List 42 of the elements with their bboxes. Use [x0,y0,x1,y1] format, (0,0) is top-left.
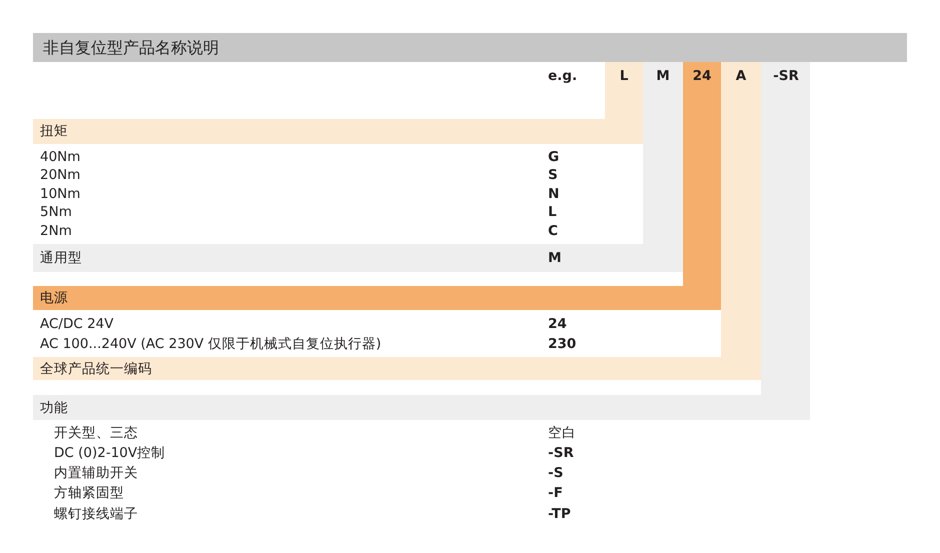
code-letter: M [656,68,670,84]
code-value: -S [548,465,564,481]
section-heading: 功能 [40,400,68,416]
section-heading: 全球产品统一编码 [40,361,152,377]
code-value: -TP [548,506,571,522]
option-text: 40Nm [40,149,80,165]
code-value: 24 [548,316,567,332]
code-band [33,62,721,310]
title: 非自复位型产品名称说明 [43,38,219,59]
option-text: 方轴紧固型 [54,485,124,501]
code-value: S [548,167,558,183]
code-value: G [548,149,560,165]
code-letter: A [736,68,746,84]
option-text: AC/DC 24V [40,316,114,332]
code-band [33,62,683,272]
code-value: C [548,223,558,239]
code-letter: L [620,68,628,84]
code-value: L [548,204,557,220]
section-heading: 扭矩 [40,123,68,139]
option-text: 5Nm [40,204,72,220]
code-letter: 24 [692,68,712,84]
section-heading: 通用型 [40,250,82,266]
section-heading: 电源 [40,290,68,306]
option-text: 内置辅助开关 [54,465,138,481]
code-value: -F [548,485,563,501]
option-text: DC (0)2-10V控制 [54,445,166,461]
code-band [33,62,643,144]
option-text: 开关型、三态 [54,425,138,441]
example-label: e.g. [548,68,578,84]
code-value: M [548,250,562,266]
code-band [33,62,810,420]
option-text: 螺钉接线端子 [54,506,138,522]
code-letter: -SR [773,68,799,84]
option-text: 20Nm [40,167,80,183]
option-text: AC 100...240V (AC 230V 仅限于机械式自复位执行器) [40,336,382,352]
code-value: 空白 [548,425,576,441]
option-text: 10Nm [40,186,80,202]
code-value: 230 [548,336,576,352]
code-band [33,62,761,380]
code-value: N [548,186,560,202]
code-value: -SR [548,445,574,461]
option-text: 2Nm [40,223,72,239]
